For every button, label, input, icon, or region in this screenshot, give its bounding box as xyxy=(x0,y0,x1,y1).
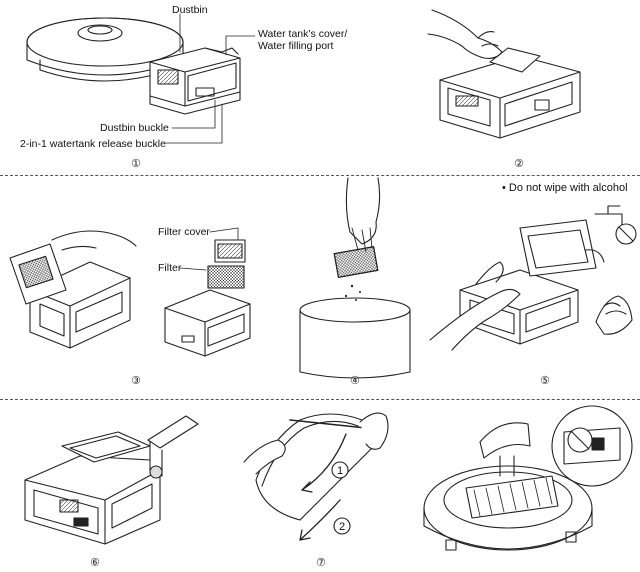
step-number-4: ④ xyxy=(350,375,360,387)
step-number-2: ② xyxy=(514,158,524,170)
panel-3-illustration xyxy=(9,227,251,357)
panel-6-illustration xyxy=(24,415,199,545)
callout-release-buckle: 2-in-1 watertank release buckle xyxy=(20,138,166,150)
callout-water-tank-cover-line2: Water filling port xyxy=(258,40,334,52)
panel-5-illustration xyxy=(429,205,633,351)
prohibited-icon xyxy=(615,223,637,245)
step-number-1: ① xyxy=(131,158,141,170)
panel-8-illustration xyxy=(423,405,633,551)
callout-water-tank-cover-line1: Water tank’s cover/ xyxy=(258,28,348,40)
section-divider-2 xyxy=(0,399,640,400)
section-divider-1 xyxy=(0,175,640,176)
step-number-5: ⑤ xyxy=(540,375,550,387)
step-number-6: ⑥ xyxy=(90,557,100,569)
arrow-1-label: 1 xyxy=(337,465,343,477)
panel-1-illustration xyxy=(26,13,256,144)
panel-4-illustration xyxy=(299,177,411,379)
callout-dustbin-buckle: Dustbin buckle xyxy=(100,122,169,134)
callout-filter: Filter xyxy=(158,262,182,274)
arrow-2-label: 2 xyxy=(339,521,345,533)
note-no-alcohol: • Do not wipe with alcohol xyxy=(502,182,628,194)
panel-7-illustration xyxy=(243,412,389,541)
panel-2-illustration xyxy=(427,9,581,139)
step-number-3: ③ xyxy=(131,375,141,387)
callout-filter-cover: Filter cover xyxy=(158,226,210,238)
callout-dustbin: Dustbin xyxy=(172,4,208,16)
step-number-7: ⑦ xyxy=(316,557,326,569)
